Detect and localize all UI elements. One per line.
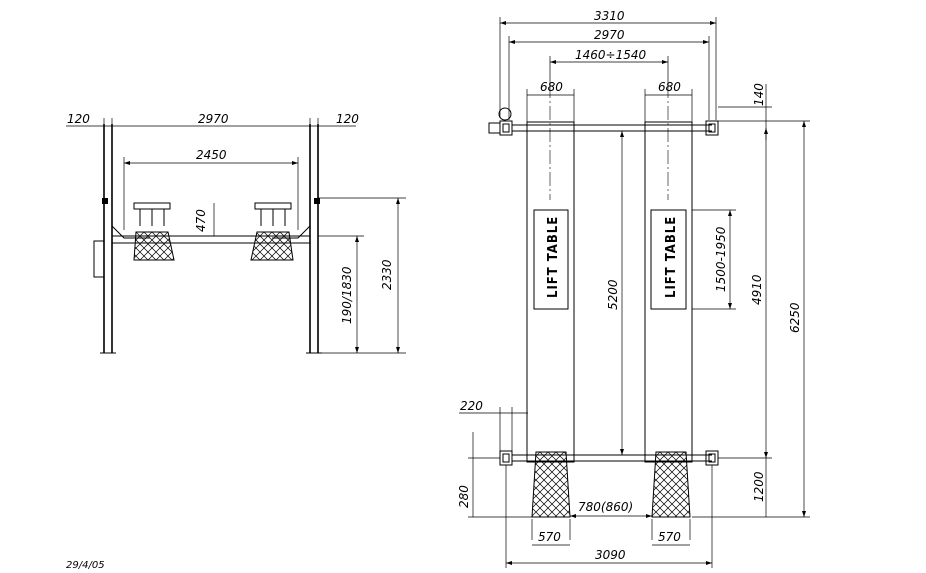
dim-ramp-gap: 780(860) (578, 500, 633, 514)
dim-ramp-offset: 280 (457, 485, 471, 508)
right-lift-table (650, 209, 687, 310)
dim-ramp-left: 570 (538, 530, 561, 544)
right-ramp (651, 451, 691, 518)
dim-width-total: 2970 (198, 112, 229, 126)
dim-runway-gap-range: 1460÷1540 (575, 48, 646, 62)
dim-ramp-span: 3090 (595, 548, 626, 562)
post-top-right (705, 120, 719, 136)
drawing-date: 29/4/05 (66, 560, 105, 571)
dim-ramp-right: 570 (658, 530, 681, 544)
left-ramp (531, 451, 571, 518)
dim-pad-height: 470 (194, 209, 208, 232)
dim-top-offset: 140 (752, 83, 766, 106)
dim-runway-length: 5200 (606, 279, 620, 310)
left-post (93, 124, 116, 354)
post-bottom-left (499, 450, 513, 466)
dim-post-width: 2970 (594, 28, 625, 42)
left-lift-table (533, 209, 569, 310)
dim-inner-width: 2450 (196, 148, 227, 162)
top-view: LIFT TABLE LIFT TABLE 3310 (457, 9, 810, 568)
right-table-label: LIFT TABLE (664, 216, 679, 298)
left-jack (133, 202, 175, 261)
left-table-label: LIFT TABLE (546, 216, 561, 298)
dim-post-depth: 220 (460, 399, 483, 413)
right-post (306, 124, 322, 354)
dim-outer-width: 3310 (594, 9, 625, 23)
dim-post-span: 4910 (750, 274, 764, 305)
post-top-left (488, 107, 513, 136)
dim-rear-offset: 1200 (752, 471, 766, 502)
right-jack (250, 202, 294, 261)
dim-total-length: 6250 (788, 302, 802, 333)
dim-runway-right: 680 (658, 80, 681, 94)
dim-post-right: 120 (336, 112, 359, 126)
dim-table-range: 1500-1950 (714, 226, 728, 292)
dim-runway-height: 190/1830 (340, 266, 354, 324)
dim-overall-height: 2330 (380, 259, 394, 290)
dim-post-left: 120 (67, 112, 90, 126)
post-bottom-right (705, 450, 719, 466)
side-view: 120 2970 120 2450 470 190/1830 2330 (66, 112, 406, 354)
dim-runway-left: 680 (540, 80, 563, 94)
